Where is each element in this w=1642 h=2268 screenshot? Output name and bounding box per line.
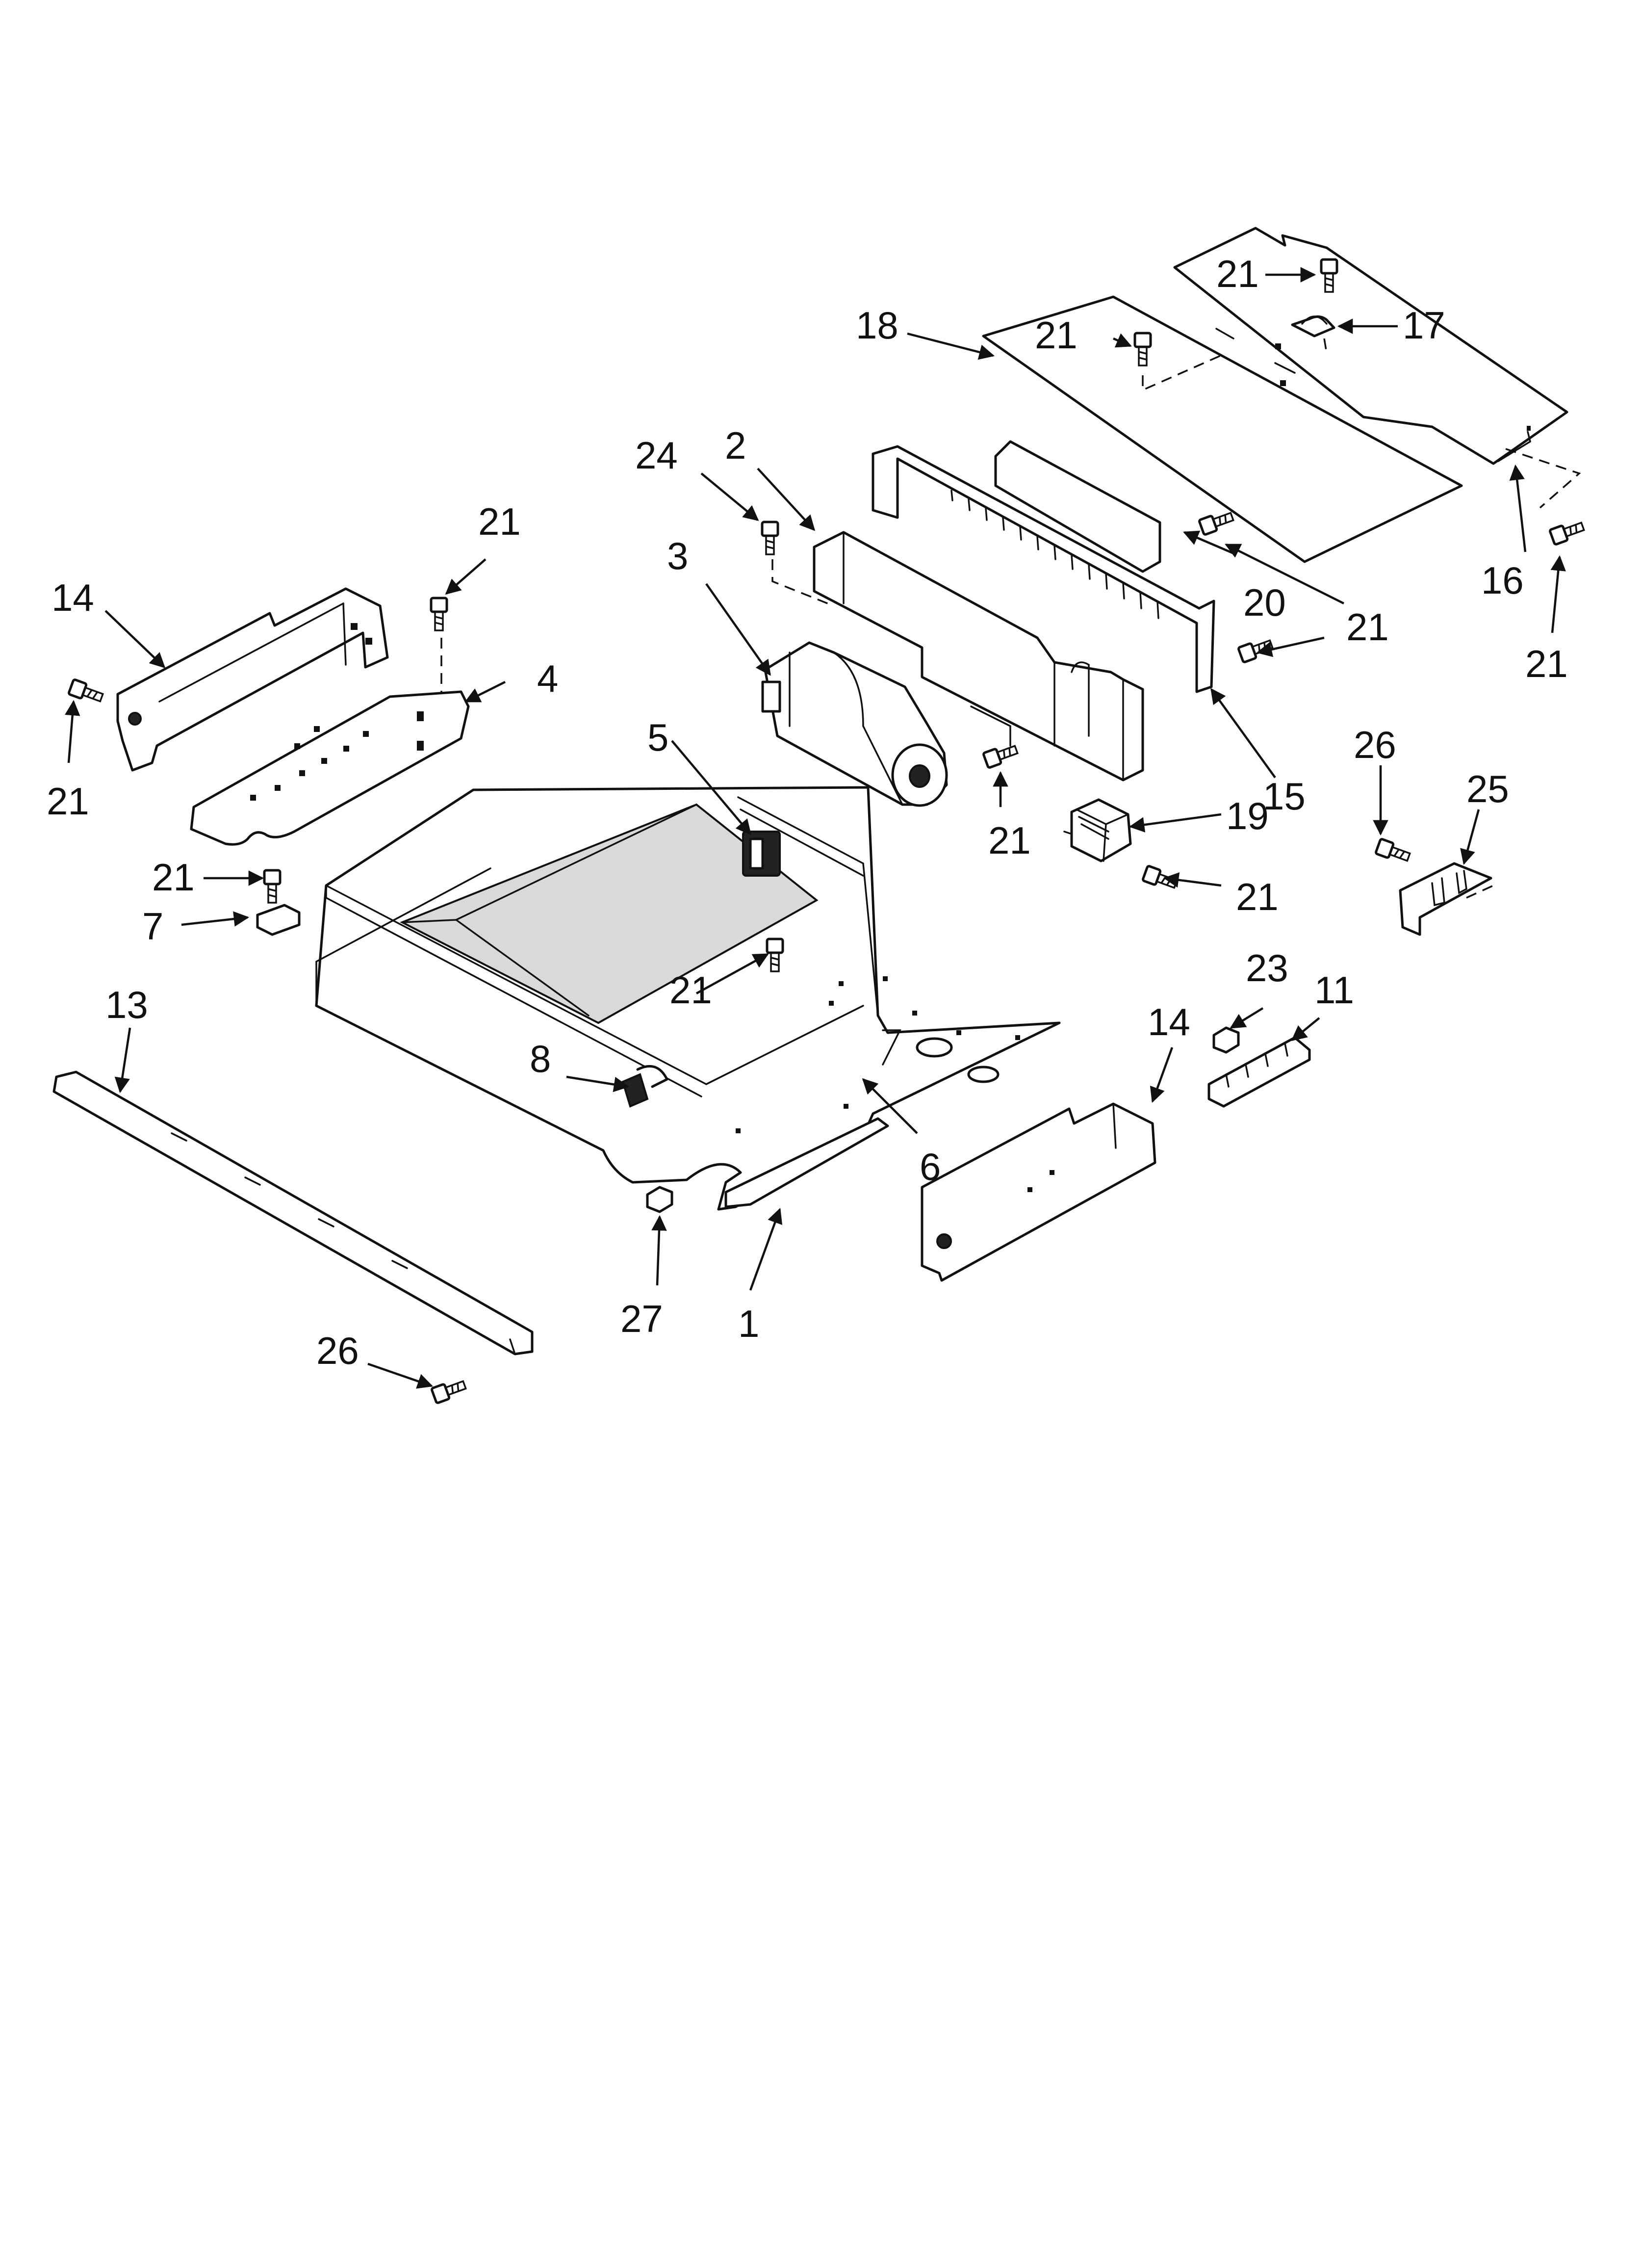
part-13-trim xyxy=(52,1070,534,1356)
part-6-inner-shield xyxy=(400,803,819,1024)
callout-14-right: 14 xyxy=(1148,1000,1190,1043)
callout-21-c: 21 xyxy=(478,500,521,543)
callout-3: 3 xyxy=(667,534,688,577)
screw-21-e xyxy=(766,938,784,972)
screw-21-c xyxy=(430,597,448,631)
part-14-right-bracket xyxy=(921,1102,1156,1282)
screw-21-i xyxy=(982,745,1019,769)
callout-21-d: 21 xyxy=(47,780,89,823)
callout-21-b: 21 xyxy=(1035,313,1078,357)
callout-26-a: 26 xyxy=(1354,723,1396,766)
screw-26-a xyxy=(1375,838,1411,862)
callout-27: 27 xyxy=(620,1297,663,1340)
part-19-transformer xyxy=(1063,798,1132,862)
part-3-fan-motor xyxy=(761,641,1011,807)
part-17-wire-clip xyxy=(1291,315,1335,338)
screw-21-a xyxy=(1320,258,1338,293)
callout-4: 4 xyxy=(537,657,558,700)
callout-21-h: 21 xyxy=(1236,875,1279,918)
part-7-clip xyxy=(256,904,301,936)
part-5-switch xyxy=(742,831,781,877)
callout-21-i: 21 xyxy=(152,856,195,899)
callout-17: 17 xyxy=(1403,304,1445,347)
callout-23: 23 xyxy=(1246,946,1288,990)
callout-21-g: 21 xyxy=(988,819,1031,862)
callout-21-e: 21 xyxy=(1346,605,1389,649)
screw-21-d xyxy=(263,869,282,904)
part-4-plate xyxy=(190,690,470,846)
callout-21-j: 21 xyxy=(669,968,712,1012)
callout-1: 1 xyxy=(738,1302,759,1345)
screw-21-k xyxy=(1549,521,1585,546)
callout-21-a: 21 xyxy=(1216,252,1259,295)
screw-21-f xyxy=(68,678,104,703)
part-16-rear-panel xyxy=(1173,227,1568,465)
callout-18: 18 xyxy=(856,304,898,347)
alignment-line-17 xyxy=(1323,338,1328,354)
screw-21-g xyxy=(1198,512,1234,536)
callout-25: 25 xyxy=(1466,767,1509,810)
alignment-line-18 xyxy=(1142,352,1227,391)
part-14-left-bracket xyxy=(116,587,389,772)
callout-19: 19 xyxy=(1226,794,1269,837)
part-25-terminal-bracket xyxy=(1399,862,1494,936)
callout-5: 5 xyxy=(647,716,668,759)
part-23-nut xyxy=(1212,1026,1240,1054)
callout-6: 6 xyxy=(920,1145,941,1188)
callout-8: 8 xyxy=(530,1037,551,1080)
part-27-nut xyxy=(646,1186,673,1213)
callout-24: 24 xyxy=(635,434,678,477)
callout-21-f: 21 xyxy=(1525,642,1568,685)
callout-26-b: 26 xyxy=(316,1329,359,1372)
callout-11: 11 xyxy=(1314,968,1354,1012)
part-20-strip xyxy=(994,440,1161,573)
screw-24 xyxy=(761,521,779,555)
part-15-slotted-bracket xyxy=(872,445,1215,693)
callout-7: 7 xyxy=(142,905,163,948)
alignment-line-16 xyxy=(1505,448,1581,509)
screw-26-b xyxy=(431,1380,467,1404)
callout-2: 2 xyxy=(725,424,746,467)
callout-16: 16 xyxy=(1481,559,1524,602)
callout-20: 20 xyxy=(1243,581,1286,624)
alignment-line-24 xyxy=(771,559,834,607)
callout-15: 15 xyxy=(1263,775,1306,818)
part-2-fan-housing xyxy=(813,531,1144,782)
leader-lines xyxy=(65,267,1566,1389)
callout-13: 13 xyxy=(105,983,148,1026)
part-1-rail xyxy=(724,1117,889,1208)
screw-21-b xyxy=(1133,332,1152,366)
callout-14-left: 14 xyxy=(51,576,94,619)
callout-labels: 1 2 3 4 5 6 7 8 11 13 14 14 15 16 17 18 … xyxy=(47,252,1568,1372)
part-18-top-cover xyxy=(982,295,1463,563)
